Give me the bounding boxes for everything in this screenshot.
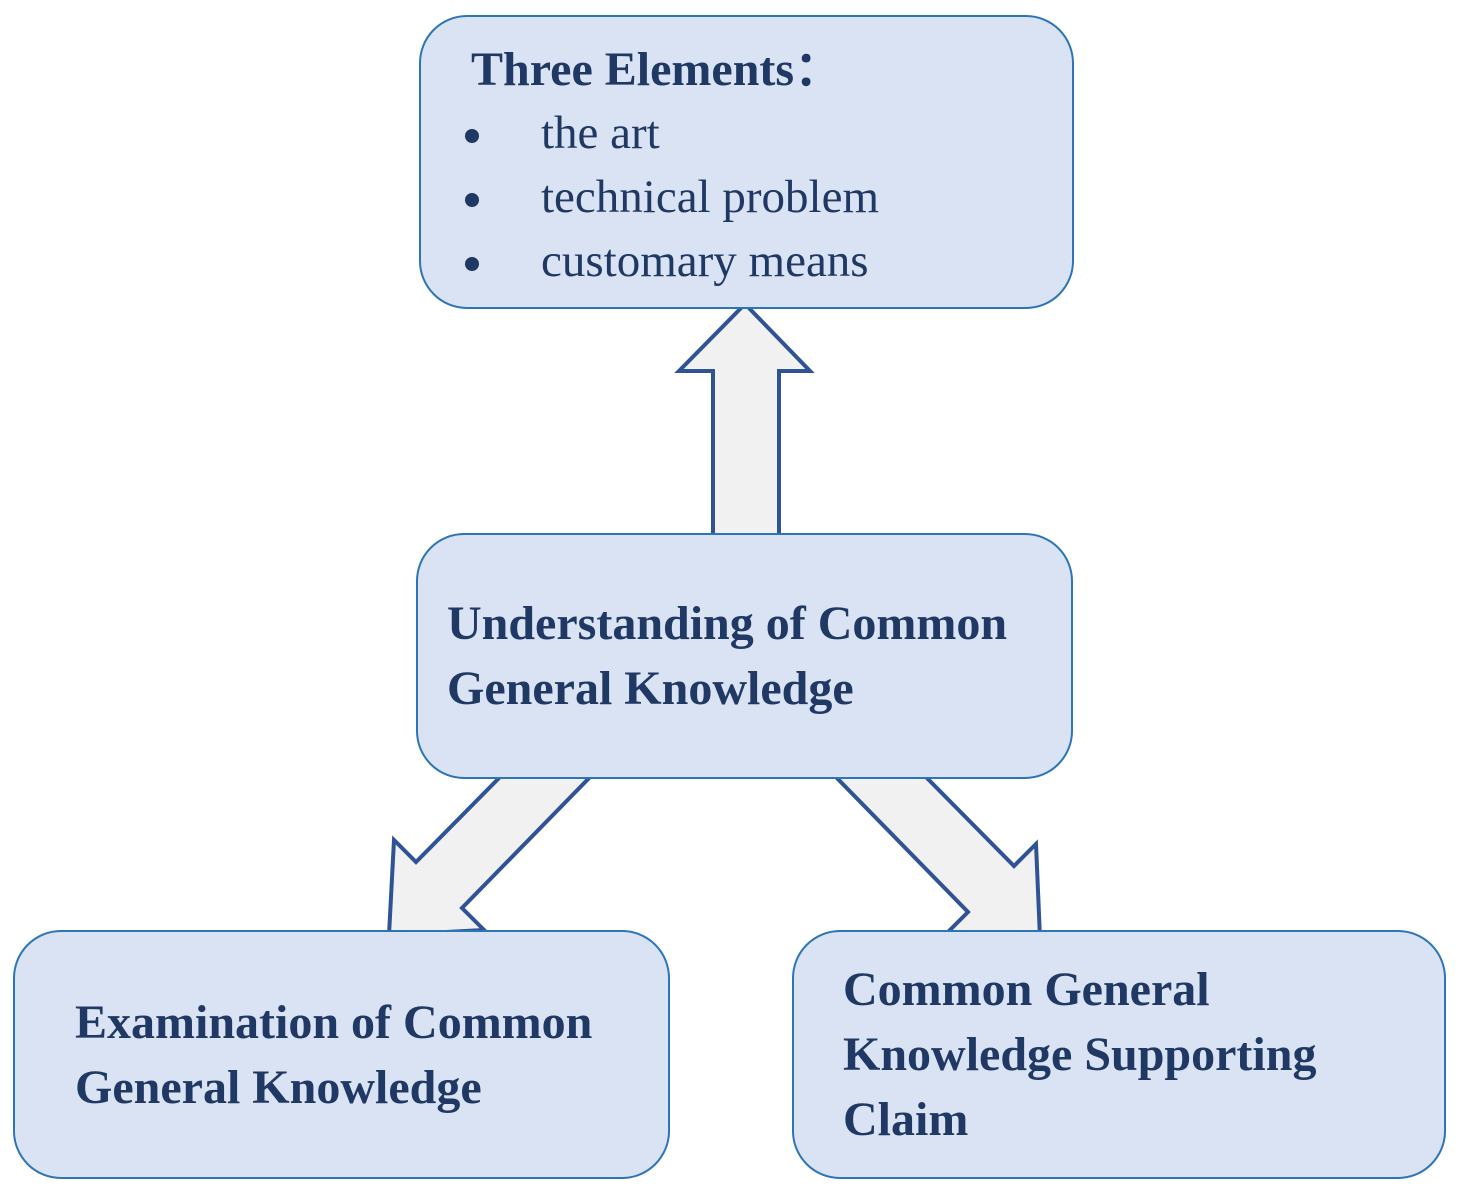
examination-box-label: Examination of Common General Knowledge — [75, 995, 593, 1114]
bullet-icon — [465, 193, 479, 207]
down-left-arrow-icon — [386, 771, 599, 938]
bullet-label: customary means — [541, 235, 869, 287]
three-elements-box: Three Elements： the art technical proble… — [419, 15, 1074, 309]
bullet-icon — [465, 257, 479, 271]
supporting-claim-box-label: Common General Knowledge Supporting Clai… — [843, 963, 1317, 1146]
bullet-item-the-art: the art — [465, 101, 1056, 165]
bullet-item-customary-means: customary means — [465, 229, 1056, 293]
bullet-label: technical problem — [541, 171, 879, 223]
examination-box: Examination of Common General Knowledge — [13, 930, 670, 1179]
three-elements-title: Three Elements： — [471, 43, 843, 96]
understanding-box-label: Understanding of Common General Knowledg… — [447, 597, 1008, 715]
bullet-icon — [465, 129, 479, 143]
bullet-item-technical-problem: technical problem — [465, 165, 1056, 229]
bullet-label: the art — [541, 107, 660, 159]
understanding-box: Understanding of Common General Knowledg… — [416, 533, 1073, 779]
supporting-claim-box: Common General Knowledge Supporting Clai… — [792, 930, 1446, 1179]
down-right-arrow-icon — [827, 771, 1043, 941]
up-arrow-icon — [674, 301, 815, 547]
